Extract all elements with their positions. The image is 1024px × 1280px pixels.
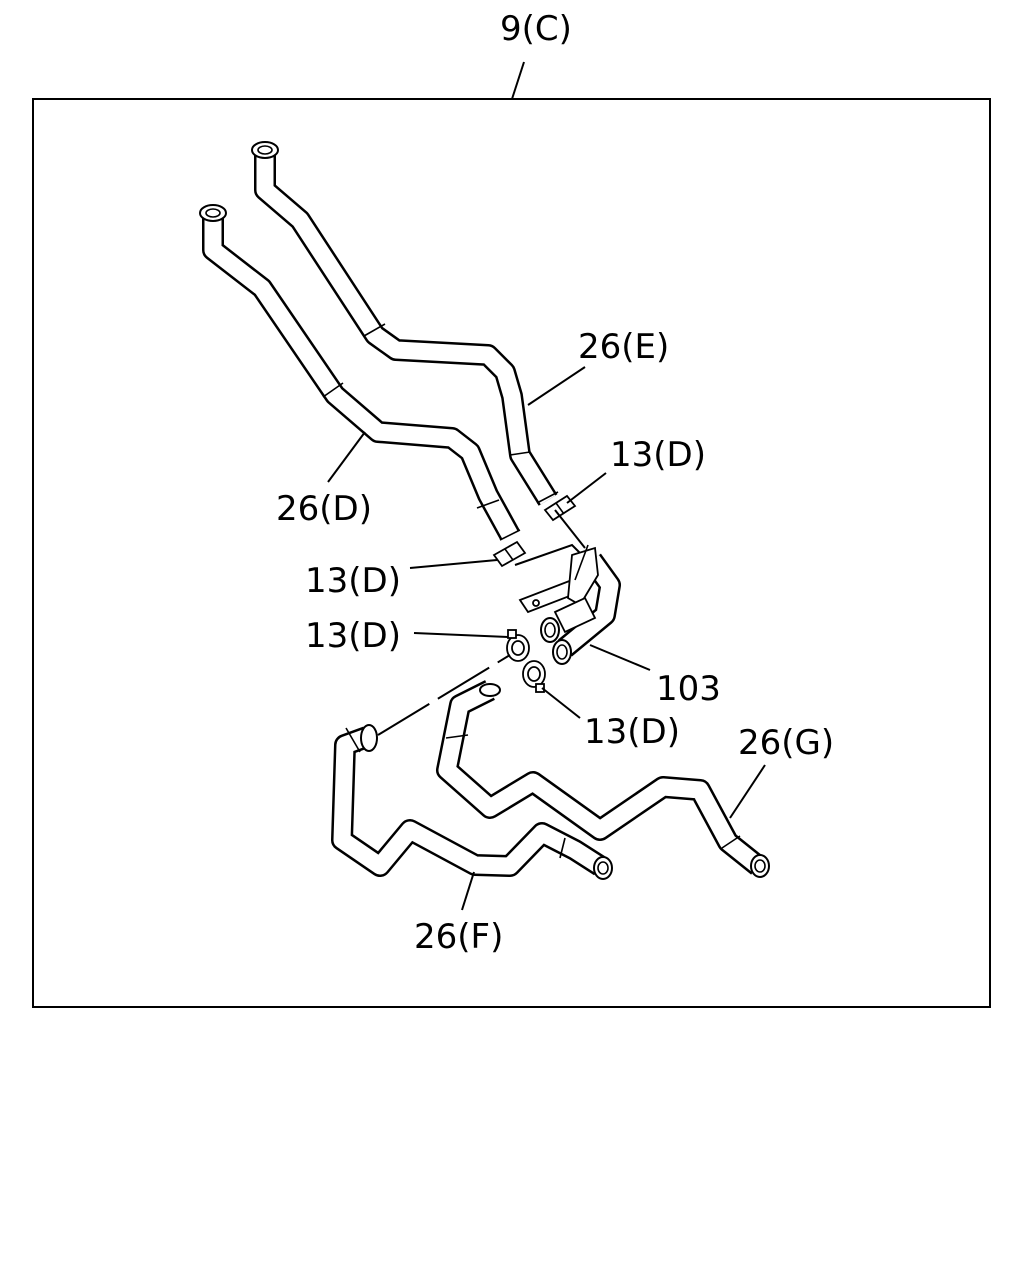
leader-13d-4 [541, 687, 581, 719]
leader-26e [527, 366, 586, 406]
heater-valve-103 [514, 509, 621, 665]
center-line-lower [377, 654, 511, 736]
clamp-upper-left [492, 540, 527, 568]
label-26f: 26(F) [414, 917, 503, 957]
leader-103 [589, 644, 651, 671]
leader-13d-1 [566, 472, 607, 504]
label-103: 103 [656, 669, 721, 709]
top-ref-label: 9(C) [500, 9, 572, 49]
label-26e: 26(E) [578, 327, 669, 367]
leader-26g [729, 764, 766, 819]
hose-26d [199, 204, 521, 541]
label-13d-upper-left: 13(D) [305, 561, 401, 601]
label-26g: 26(G) [738, 723, 834, 763]
hose-26f [331, 724, 613, 880]
label-13d-lower-left: 13(D) [305, 616, 401, 656]
clamp-lower-2 [522, 660, 546, 693]
clamp-lower-1 [506, 629, 530, 662]
hose-26e [251, 141, 559, 506]
leader-13d-3 [413, 632, 509, 638]
label-13d-lower-right: 13(D) [584, 712, 680, 752]
leader-26d [327, 431, 366, 483]
leader-26f [461, 871, 475, 911]
diagram-frame [32, 98, 991, 1008]
leader-13d-2 [409, 559, 498, 569]
label-26d: 26(D) [276, 489, 372, 529]
hose-26g [436, 680, 770, 878]
top-ref-leader [511, 61, 525, 100]
label-13d-upper-right: 13(D) [610, 435, 706, 475]
